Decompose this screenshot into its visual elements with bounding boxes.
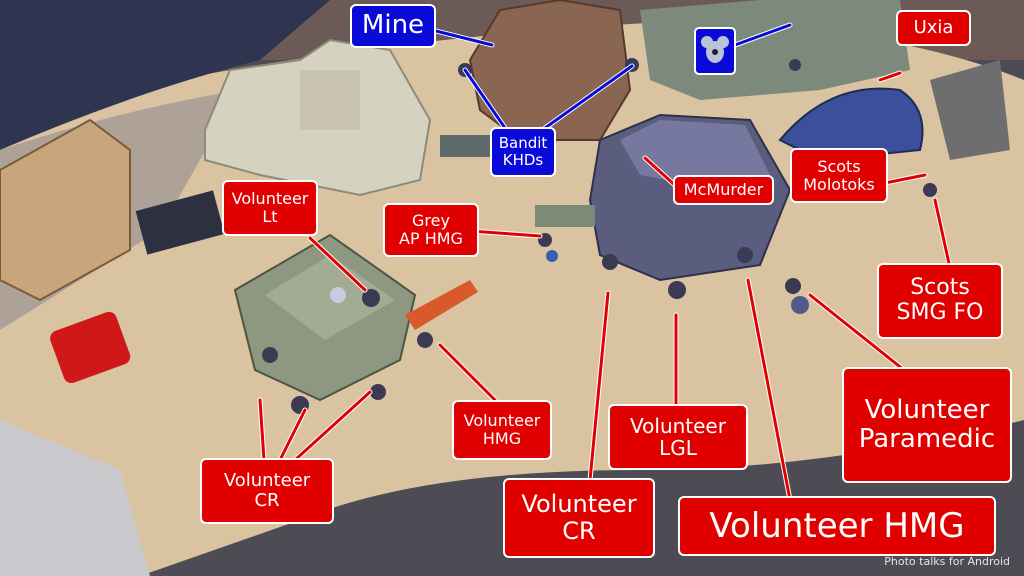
label-volunteer-hmg-left: Volunteer HMG: [452, 400, 552, 460]
label-volunteer-lgl: Volunteer LGL: [608, 404, 748, 470]
label-bandit-khds: Bandit KHDs: [490, 127, 556, 177]
label-mine: Mine: [350, 4, 436, 48]
label-volunteer-cr-left: Volunteer CR: [200, 458, 334, 524]
label-grey-ap-hmg: Grey AP HMG: [383, 203, 479, 257]
label-volunteer-cr-center: Volunteer CR: [503, 478, 655, 558]
label-mcmurder: McMurder: [673, 175, 774, 205]
label-volunteer-lt: Volunteer Lt: [222, 180, 318, 236]
label-scots-smg-fo: Scots SMG FO: [877, 263, 1003, 339]
label-scots-molotoks: Scots Molotoks: [790, 148, 888, 203]
koala-icon: [694, 27, 736, 75]
label-volunteer-paramedic: Volunteer Paramedic: [842, 367, 1012, 483]
watermark-text: Photo talks for Android: [884, 555, 1010, 568]
label-uxia: Uxia: [896, 10, 971, 46]
label-volunteer-hmg-big: Volunteer HMG: [678, 496, 996, 556]
